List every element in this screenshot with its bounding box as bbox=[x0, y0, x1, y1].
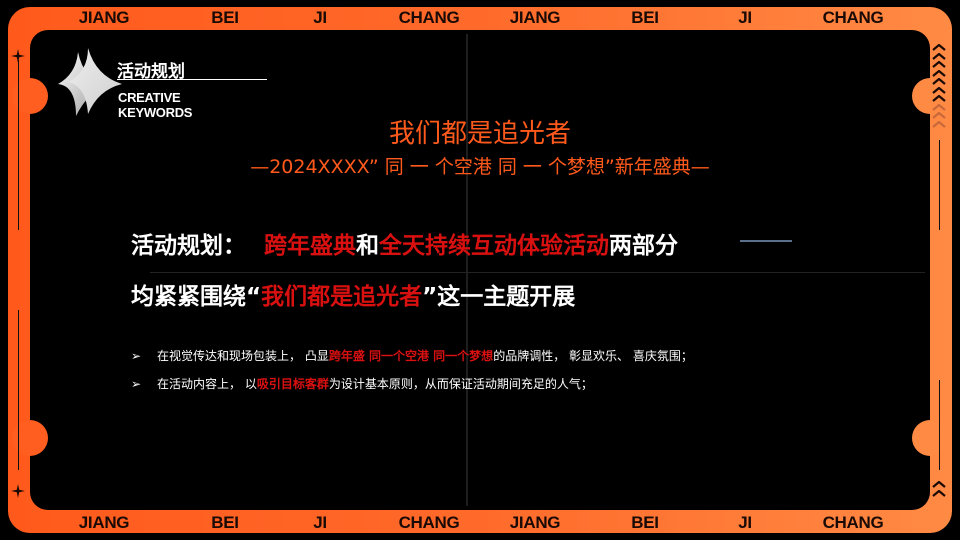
frame-word-top: CHANG bbox=[822, 8, 884, 27]
accent-line bbox=[740, 240, 792, 242]
guide-line-vertical bbox=[466, 34, 468, 506]
section-title: 活动规划 bbox=[117, 62, 185, 82]
arrow-bullet-icon: ➢ bbox=[131, 377, 142, 391]
theme-suffix: ”这一主题开展 bbox=[422, 284, 576, 310]
chevron-up-icon bbox=[932, 95, 946, 102]
frame-word-bottom: BEI bbox=[211, 513, 239, 532]
bullet-text: 在视觉传达和现场包装上， 凸显 bbox=[157, 349, 329, 363]
frame-notch-right-bottom bbox=[912, 420, 948, 456]
chevron-up-icon bbox=[932, 103, 946, 111]
frame-word-top: JI bbox=[738, 8, 752, 27]
bullet-item: ➢ 在视觉传达和现场包装上， 凸显跨年盛 同一个空港 同一个梦想的品牌调性， 彰显… bbox=[131, 347, 693, 364]
frame-word-bottom: JI bbox=[738, 513, 752, 532]
frame-word-bottom: JIANG bbox=[509, 513, 561, 532]
bullet-text: 为设计基本原则，从而保证活动期间充足的人气； bbox=[328, 377, 593, 391]
frame-word-top: JI bbox=[313, 8, 327, 27]
highlight-countdown-gala: 跨年盛典 bbox=[264, 233, 356, 259]
frame-word-bottom: JIANG bbox=[78, 513, 130, 532]
frame-word-top: BEI bbox=[211, 8, 239, 27]
guide-line-horizontal bbox=[150, 272, 925, 273]
frame-word-bottom: CHANG bbox=[398, 513, 460, 532]
content-panel bbox=[30, 30, 930, 510]
chevron-up-icon bbox=[932, 78, 946, 85]
bullet-text: 的品牌调性， 彰显欢乐、 喜庆氛围； bbox=[493, 349, 693, 363]
arrow-bullet-icon: ➢ bbox=[131, 349, 142, 363]
creative-keywords-line1: CREATIVE bbox=[118, 90, 181, 105]
bullet-item: ➢ 在活动内容上， 以吸引目标客群为设计基本原则，从而保证活动期间充足的人气； bbox=[131, 375, 593, 392]
chevron-up-icon bbox=[932, 69, 946, 77]
page-subtitle: —2024XXXX” 同 一 个空港 同 一 个梦想”新年盛典— bbox=[250, 156, 710, 178]
highlight-all-day-activities: 全天持续互动体验活动 bbox=[379, 233, 609, 259]
frame-word-bottom: JI bbox=[313, 513, 327, 532]
section-title-underline bbox=[117, 79, 267, 80]
page-title: 我们都是追光者 bbox=[388, 119, 571, 149]
four-point-star-icon bbox=[58, 48, 122, 116]
frame-word-top: BEI bbox=[631, 8, 659, 27]
chevron-up-icon bbox=[932, 112, 946, 119]
chevron-up-icon bbox=[932, 61, 946, 68]
plan-summary-line: 活动规划： 跨年盛典和全天持续互动体验活动两部分 bbox=[131, 226, 678, 260]
chevron-up-icon bbox=[932, 52, 946, 60]
bullet-highlight: 吸引目标客群 bbox=[256, 377, 329, 391]
plan-suffix: 两部分 bbox=[609, 233, 678, 259]
frame-word-top: CHANG bbox=[398, 8, 460, 27]
right-rail-line bbox=[939, 380, 940, 470]
theme-highlight: 我们都是追光者 bbox=[261, 284, 423, 310]
chevron-up-icon bbox=[932, 44, 946, 51]
theme-prefix: 均紧紧围绕“ bbox=[131, 284, 262, 310]
chevron-up-icon bbox=[932, 86, 946, 94]
sparkle-star-icon bbox=[11, 49, 25, 63]
bullet-text: 在活动内容上， 以 bbox=[157, 377, 257, 391]
plan-label: 活动规划： bbox=[131, 233, 246, 259]
chevron-up-icon bbox=[932, 120, 946, 128]
right-rail-line bbox=[939, 140, 940, 230]
chevron-up-icon bbox=[932, 490, 946, 497]
chevron-up-icon bbox=[932, 481, 946, 488]
left-rail-line bbox=[18, 60, 19, 230]
frame-word-bottom: BEI bbox=[631, 513, 659, 532]
sparkle-star-icon bbox=[11, 484, 25, 498]
frame-word-bottom: CHANG bbox=[822, 513, 884, 532]
frame-word-top: JIANG bbox=[509, 8, 561, 27]
bullet-highlight: 跨年盛 同一个空港 同一个梦想 bbox=[328, 349, 494, 363]
connector-text: 和 bbox=[356, 233, 379, 259]
frame-word-top: JIANG bbox=[78, 8, 130, 27]
left-rail-line bbox=[18, 310, 19, 470]
creative-keywords-line2: KEYWORDS bbox=[118, 105, 193, 120]
theme-line: 均紧紧围绕“我们都是追光者”这一主题开展 bbox=[131, 277, 575, 311]
